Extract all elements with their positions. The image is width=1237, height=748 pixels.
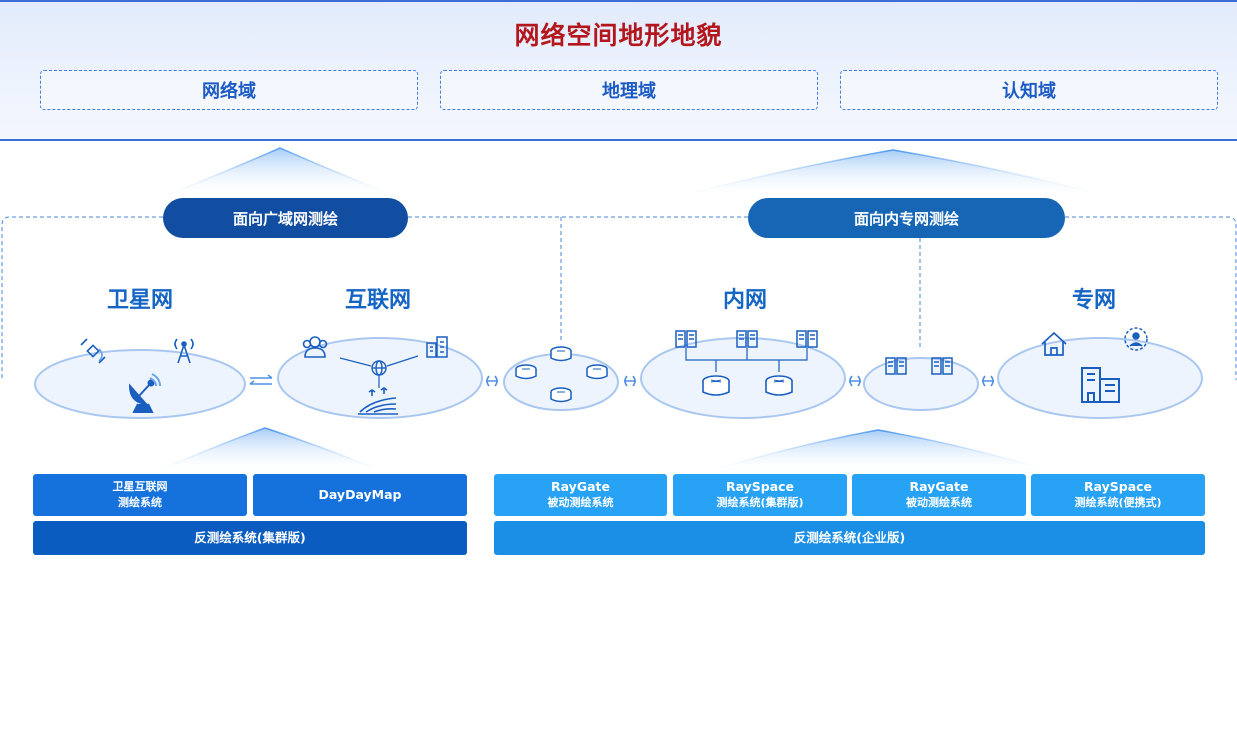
system-sat-internet[interactable]: 卫星互联网 测绘系统 bbox=[33, 474, 247, 516]
system-rayspace-2-name: RaySpace bbox=[1083, 479, 1153, 494]
home-icon bbox=[1041, 331, 1067, 356]
domain-geographic: 地理域 bbox=[440, 70, 818, 110]
intranet-links bbox=[685, 348, 808, 372]
system-anti-enterprise[interactable]: 反测绘系统(企业版) bbox=[494, 521, 1205, 555]
system-anti-enterprise-label: 反测绘系统(企业版) bbox=[793, 530, 906, 545]
fan-bottom-right bbox=[700, 430, 1060, 474]
system-rayspace-1[interactable]: RaySpace 测绘系统(集群版) bbox=[673, 474, 847, 516]
system-raygate-2-name: RayGate bbox=[909, 479, 969, 494]
system-anti-cluster-label: 反测绘系统(集群版) bbox=[194, 530, 306, 545]
system-daydaymap[interactable]: DayDayMap bbox=[253, 474, 467, 516]
office-building-icon bbox=[1081, 367, 1120, 403]
server-icon bbox=[885, 357, 953, 375]
system-raygate-2[interactable]: RayGate 被动测绘系统 bbox=[852, 474, 1026, 516]
section-internal: 面向内专网测绘 bbox=[748, 198, 1065, 238]
domain-network: 网络域 bbox=[40, 70, 418, 110]
farmland-icon bbox=[358, 387, 398, 415]
system-daydaymap-label: DayDayMap bbox=[318, 487, 402, 502]
page-title: 网络空间地形地貌 bbox=[514, 21, 723, 50]
router-icon bbox=[515, 346, 608, 403]
system-rayspace-1-name: RaySpace bbox=[725, 479, 795, 494]
system-sat-internet-line1: 卫星互联网 bbox=[112, 480, 168, 493]
sync-arrows-icon bbox=[249, 374, 273, 385]
system-raygate-1-desc: 被动测绘系统 bbox=[547, 496, 614, 509]
platforms bbox=[34, 337, 1203, 419]
users-icon bbox=[302, 336, 328, 358]
person-network-icon bbox=[1124, 327, 1148, 351]
server-icon bbox=[675, 330, 818, 348]
section-wide-area: 面向广域网测绘 bbox=[163, 198, 408, 238]
label-satellite-network: 卫星网 bbox=[106, 288, 173, 313]
system-rayspace-1-desc: 测绘系统(集群版) bbox=[716, 496, 804, 509]
system-rayspace-2[interactable]: RaySpace 测绘系统(便携式) bbox=[1031, 474, 1205, 516]
label-internet: 互联网 bbox=[344, 288, 411, 313]
buildings-icon bbox=[426, 336, 448, 358]
label-intranet: 内网 bbox=[722, 288, 767, 313]
satellite-dish-icon bbox=[128, 373, 161, 413]
system-anti-cluster[interactable]: 反测绘系统(集群版) bbox=[33, 521, 467, 555]
label-private-network: 专网 bbox=[1071, 288, 1116, 313]
network-links bbox=[339, 355, 419, 388]
domain-cognitive: 认知域 bbox=[840, 70, 1218, 110]
system-rayspace-2-desc: 测绘系统(便携式) bbox=[1074, 496, 1162, 509]
system-raygate-2-desc: 被动测绘系统 bbox=[906, 496, 972, 509]
antenna-tower-icon bbox=[174, 338, 194, 364]
system-sat-internet-line2: 测绘系统 bbox=[118, 496, 162, 509]
system-raygate-1-name: RayGate bbox=[551, 479, 610, 494]
dashed-frame bbox=[1, 216, 1237, 380]
connector-icon bbox=[486, 375, 994, 387]
fan-bottom-left bbox=[150, 428, 390, 474]
fan-right bbox=[670, 150, 1115, 198]
router-icon bbox=[702, 375, 793, 396]
satellite-icon bbox=[80, 338, 106, 364]
fan-left bbox=[160, 148, 400, 198]
system-raygate-1[interactable]: RayGate 被动测绘系统 bbox=[494, 474, 667, 516]
